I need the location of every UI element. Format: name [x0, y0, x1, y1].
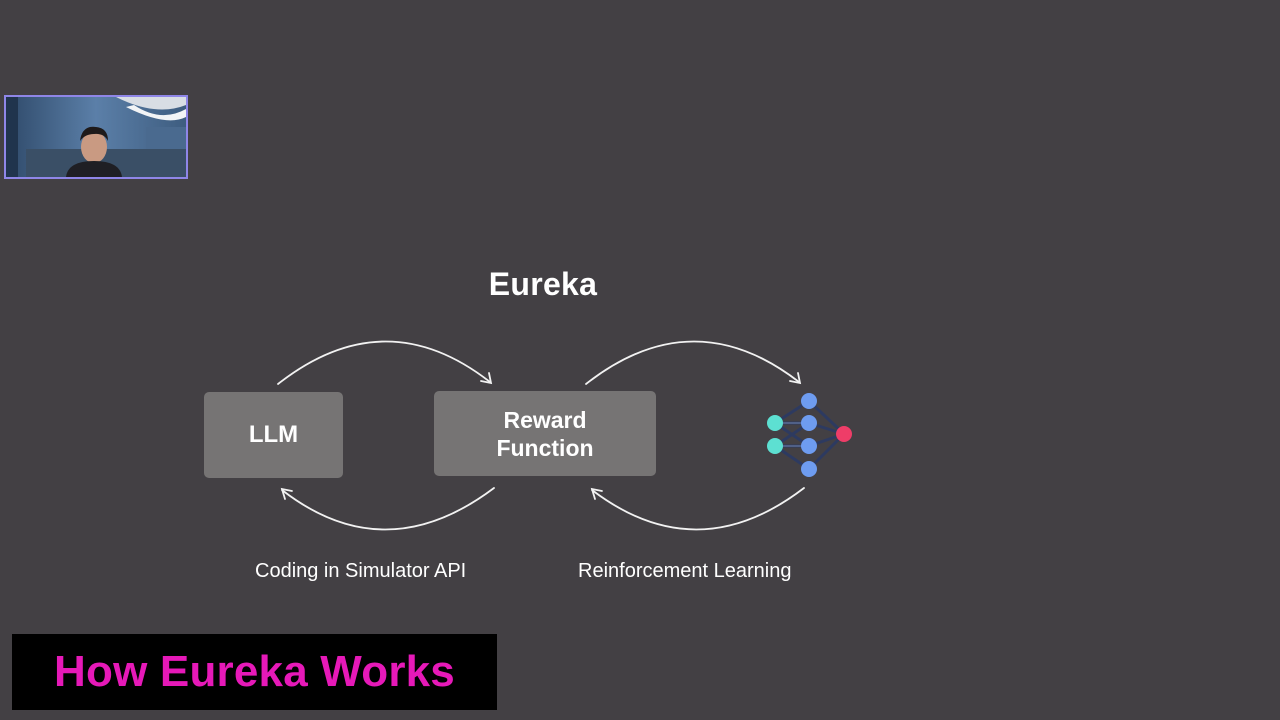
- arrow-reward-to-llm: [281, 487, 495, 531]
- hidden-node: [801, 415, 817, 431]
- hidden-node: [801, 461, 817, 477]
- llm-box: LLM: [204, 392, 343, 478]
- reward-label-line1: Reward: [503, 406, 587, 433]
- llm-label: LLM: [248, 421, 299, 448]
- hidden-node: [801, 438, 817, 454]
- arrow-reward-to-network: [585, 340, 800, 385]
- input-node: [767, 438, 783, 454]
- caption-reinforcement-learning: Reinforcement Learning: [578, 560, 792, 582]
- reward-function-box: Reward Function: [434, 391, 656, 476]
- reward-label-line2: Function: [496, 434, 594, 461]
- arrow-llm-to-reward: [277, 340, 491, 385]
- webcam-thumbnail[interactable]: [4, 95, 188, 179]
- output-node: [836, 426, 852, 442]
- input-node: [767, 415, 783, 431]
- arrow-network-to-reward: [591, 487, 805, 531]
- caption-coding-simulator-api: Coding in Simulator API: [255, 560, 467, 582]
- title-banner: How Eureka Works: [12, 634, 497, 710]
- slide-title: Eureka: [488, 266, 598, 302]
- banner-text: How Eureka Works: [54, 647, 455, 696]
- neural-network-icon: [767, 393, 852, 477]
- hidden-node: [801, 393, 817, 409]
- webcam-video-frame: [6, 97, 186, 177]
